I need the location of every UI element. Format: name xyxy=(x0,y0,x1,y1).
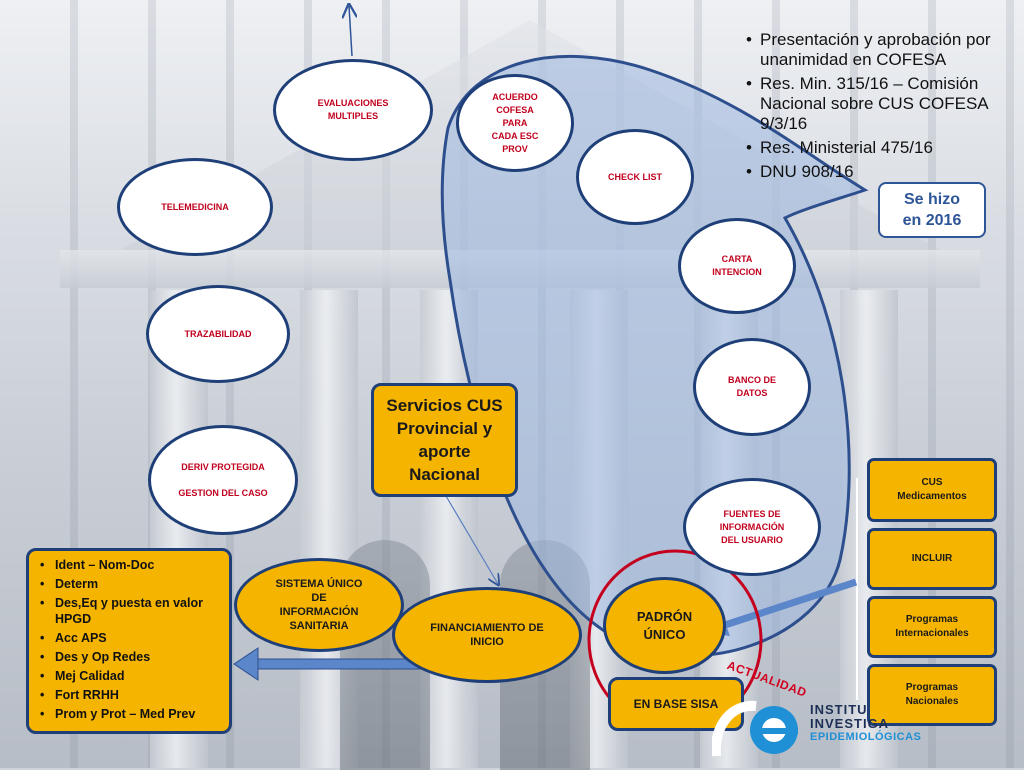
box-programas-internacionales: Programas Internacionales xyxy=(867,596,997,658)
node-evaluaciones-multiples: EVALUACIONES MULTIPLES xyxy=(273,59,433,161)
objective-item: Fort RRHH xyxy=(37,687,223,703)
node-acuerdo-cofesa: ACUERDO COFESA PARA CADA ESC PROV xyxy=(456,74,574,172)
node-banco-de-datos: BANCO DE DATOS xyxy=(693,338,811,436)
resolutions-list: Presentación y aprobación por unanimidad… xyxy=(746,30,1016,186)
building-column xyxy=(300,290,358,768)
node-deriv-protegida: DERIV PROTEGIDA GESTION DEL CASO xyxy=(148,425,298,535)
resolution-item: DNU 908/16 xyxy=(746,162,1016,182)
node-sistema-unico: SISTEMA ÚNICO DE INFORMACIÓN SANITARIA xyxy=(234,558,404,652)
box-cus-medicamentos: CUS Medicamentos xyxy=(867,458,997,522)
node-fuentes-informacion: FUENTES DE INFORMACIÓN DEL USUARIO xyxy=(683,478,821,576)
institute-logo: INSTITU INVESTIGA EPIDEMIOLÓGICAS xyxy=(712,688,924,758)
arrow-to-padron xyxy=(720,578,858,630)
node-financiamiento: FINANCIAMIENTO DE INICIO xyxy=(392,587,582,683)
objective-item: Acc APS xyxy=(37,630,223,646)
objective-item: Des y Op Redes xyxy=(37,649,223,665)
arrow-center-to-financiamiento xyxy=(445,495,498,584)
logo-text-line2: INVESTIGA xyxy=(810,716,890,731)
logo-mark-icon xyxy=(712,700,798,757)
node-padron-unico: PADRÓN ÚNICO xyxy=(603,577,726,674)
arrow-up-evaluaciones xyxy=(349,6,352,57)
note-se-hizo-2016: Se hizo en 2016 xyxy=(878,182,986,238)
objective-item: Mej Calidad xyxy=(37,668,223,684)
box-programas-nacionales: Programas Nacionales xyxy=(867,664,997,726)
resolution-item: Res. Min. 315/16 – Comisión Nacional sob… xyxy=(746,74,1016,134)
box-servicios-cus: Servicios CUS Provincial y aporte Nacion… xyxy=(371,383,518,497)
objective-item: Prom y Prot – Med Prev xyxy=(37,706,223,722)
arrow-to-left-list-head xyxy=(233,647,259,681)
node-check-list: CHECK LIST xyxy=(576,129,694,225)
resolution-item: Presentación y aprobación por unanimidad… xyxy=(746,30,1016,70)
node-telemedicina: TELEMEDICINA xyxy=(117,158,273,256)
resolution-item: Res. Ministerial 475/16 xyxy=(746,138,1016,158)
box-objectives-list: Ident – Nom-Doc Determ Des,Eq y puesta e… xyxy=(26,548,232,734)
node-carta-intencion: CARTA INTENCION xyxy=(678,218,796,314)
objective-item: Des,Eq y puesta en valor HPGD xyxy=(37,595,223,627)
objective-item: Ident – Nom-Doc xyxy=(37,557,223,573)
logo-text-line1: INSTITU xyxy=(810,702,868,717)
box-incluir: INCLUIR xyxy=(867,528,997,590)
node-trazabilidad: TRAZABILIDAD xyxy=(146,285,290,383)
logo-text-line3: EPIDEMIOLÓGICAS xyxy=(810,731,922,743)
objective-item: Determ xyxy=(37,576,223,592)
